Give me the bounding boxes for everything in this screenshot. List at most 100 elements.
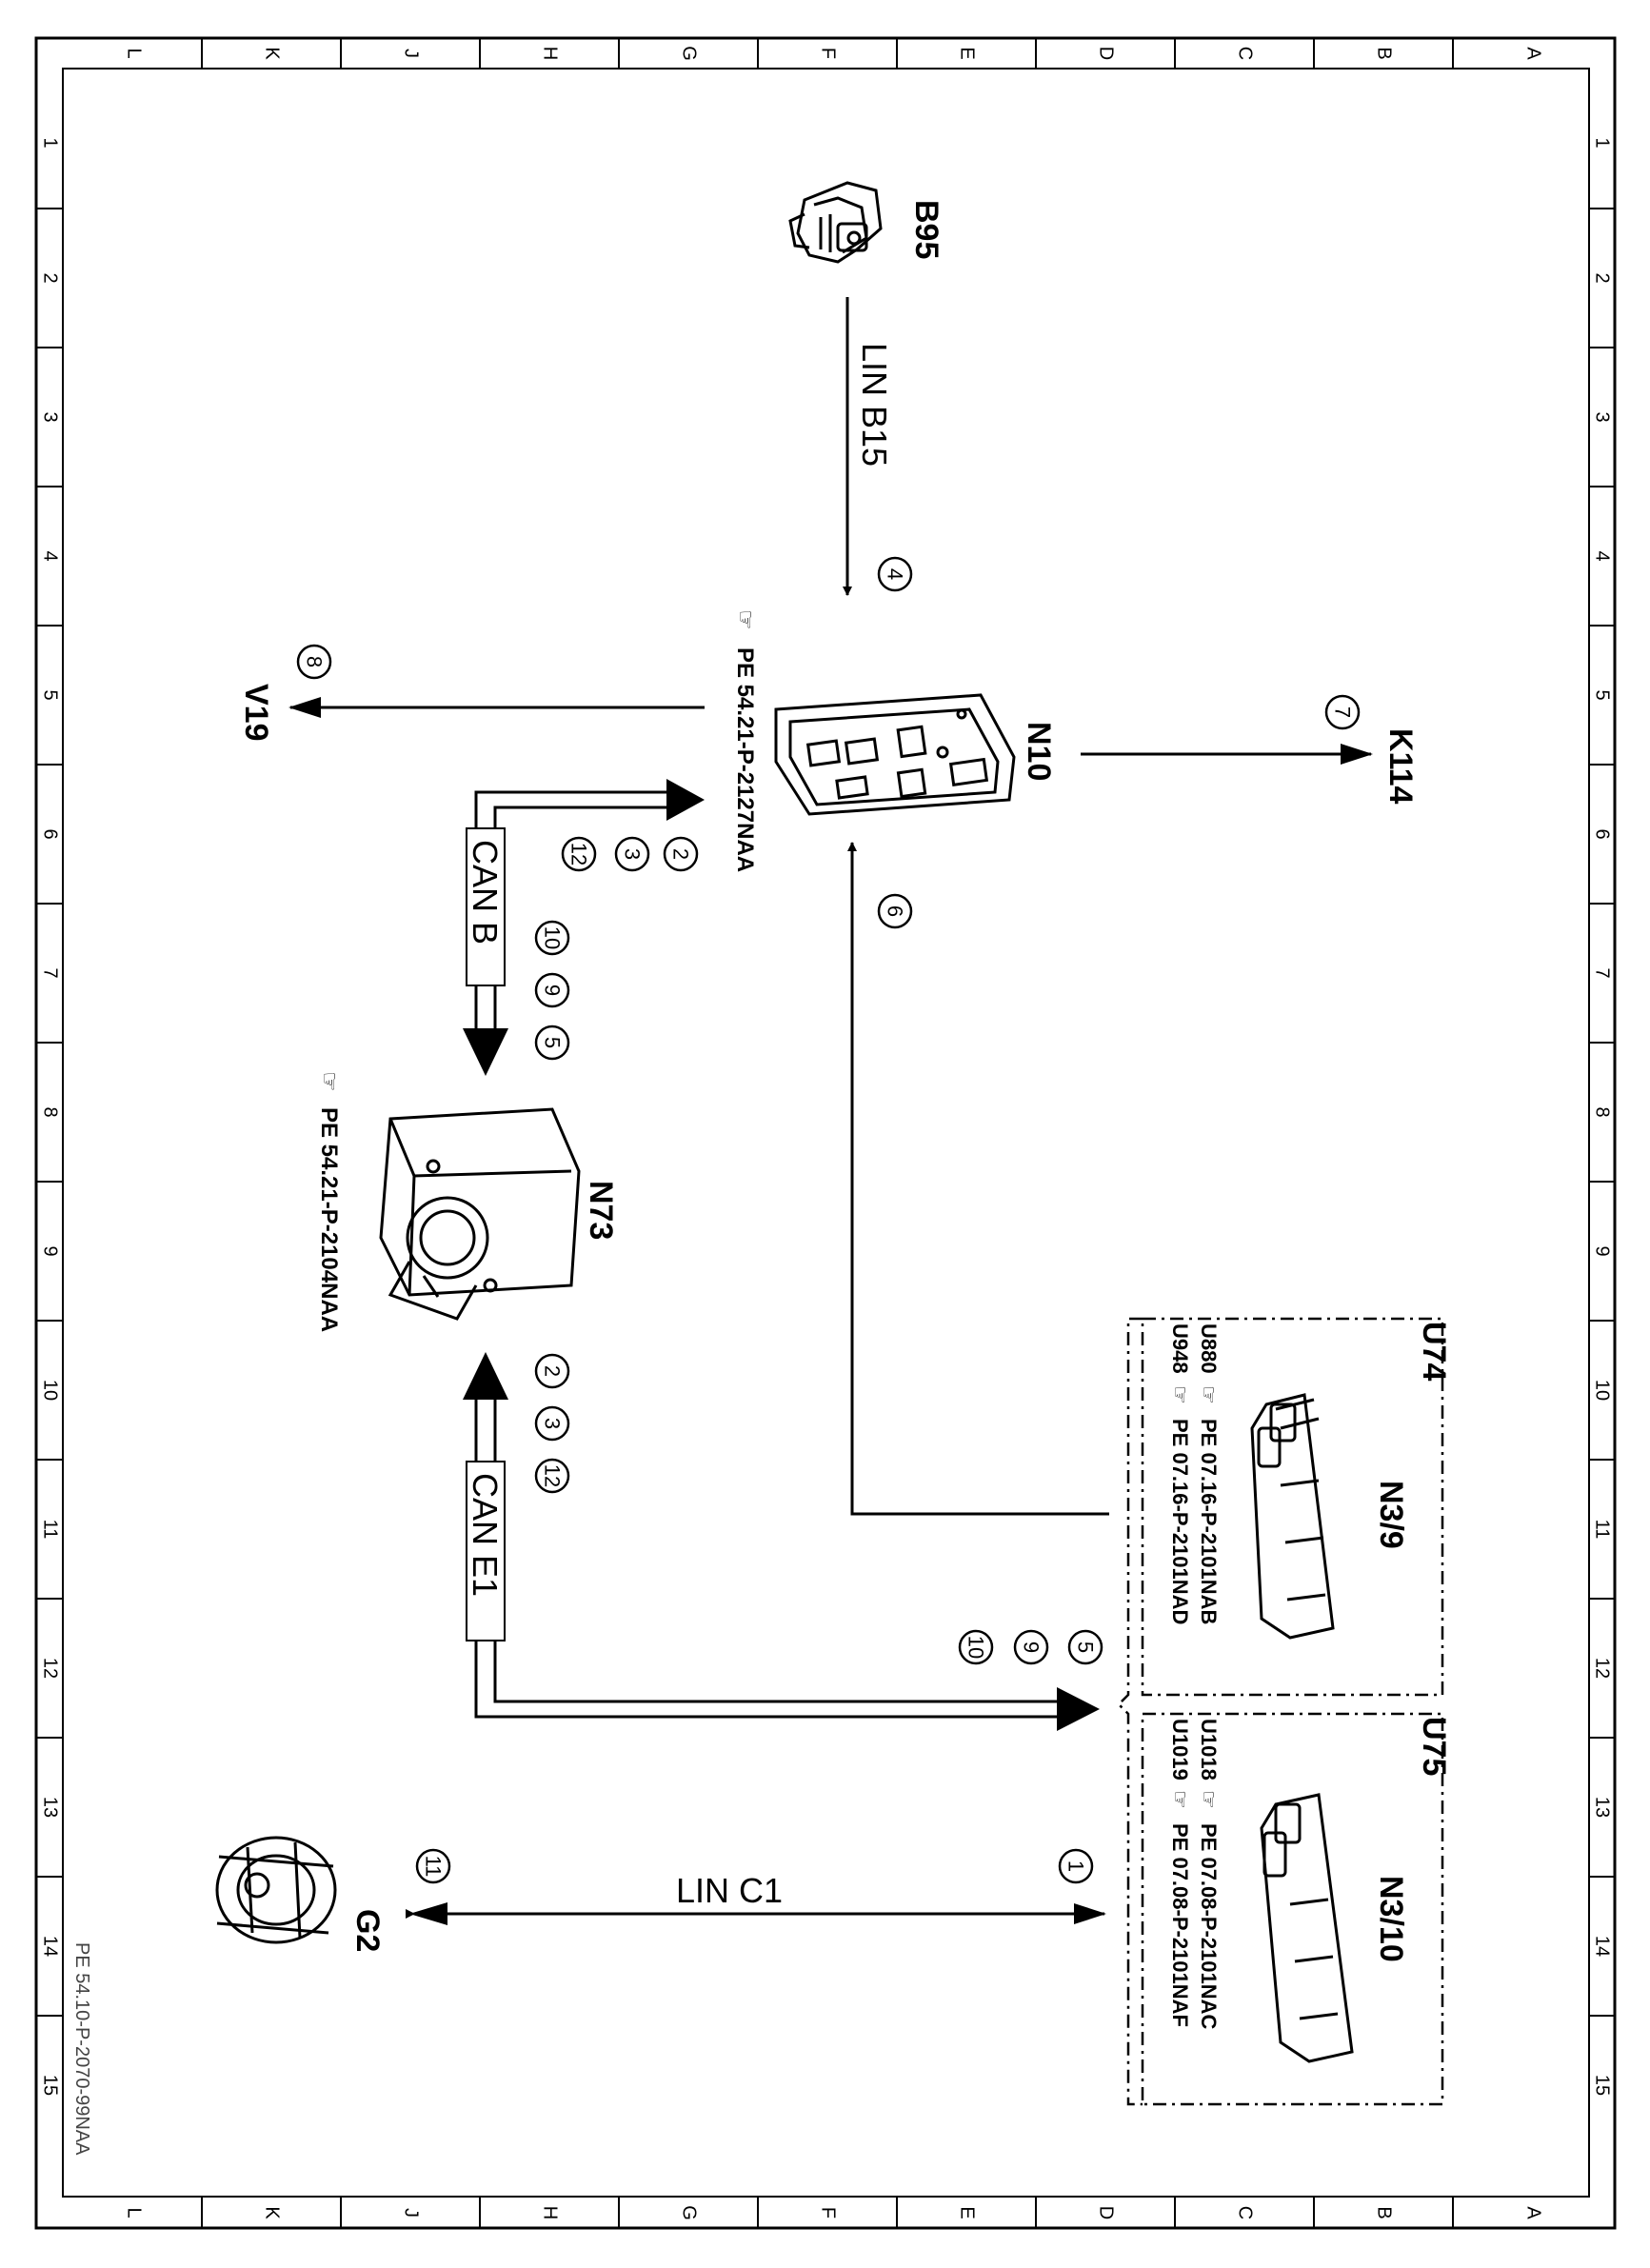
circled-number-text: 12 [567,843,591,865]
grid-number: 15 [1592,2075,1613,2096]
can-e1-label: CAN E1 [466,1473,505,1597]
grid-number: 3 [40,411,61,422]
grid-number: 7 [1592,967,1613,978]
grid-letter: G [679,2205,700,2220]
circled-number-8 [296,644,332,680]
n10-ref-label: PE 54.21-P-2127NAA [732,647,758,872]
n73-ref-group: ☞ PE 54.21-P-2104NAA [316,1071,342,1332]
grid-letters-bottom: L K J H G F E D C B A [124,2205,1544,2220]
u1019-label: U1019 [1168,1719,1192,1781]
grid-number: 9 [40,1245,61,1256]
grid-letter: C [1235,47,1256,60]
circled-number-text: 7 [1331,706,1355,718]
circled-number-text: 10 [964,1636,988,1659]
circled-number-1 [1058,1848,1094,1884]
k114-label: K114 [1382,728,1419,804]
circled-number-10-upper [534,920,570,956]
n3-10-label: N3/10 [1373,1876,1409,1962]
u75-label: U75 [1416,1717,1452,1776]
grid-number: 10 [1592,1380,1613,1401]
grid-number: 14 [1592,1936,1613,1957]
grid-letter: E [957,2206,978,2218]
n10-ref-group: ☞ PE 54.21-P-2127NAA [732,609,758,872]
n10-label: N10 [1021,722,1057,781]
grid-number: 11 [1592,1520,1613,1540]
grid-number: 13 [40,1797,61,1818]
n73-ref-label: PE 54.21-P-2104NAA [316,1107,342,1332]
circled-number-12-lower [534,1458,570,1494]
can-e1-arrow-up [463,1352,508,1400]
circled-number-10-lower [958,1629,994,1665]
grid-number: 9 [1592,1245,1613,1256]
grid-letter: K [262,2206,283,2219]
circled-number-4 [877,556,913,592]
grid-letter: L [124,2207,145,2218]
outer-frame [34,36,1617,2230]
grid-letter: H [540,2206,561,2219]
grid-letter: J [401,49,422,58]
u75-group-box [1141,1712,1444,2106]
circled-number-text: 11 [422,1856,446,1878]
n10-component-icon [774,693,1016,816]
circled-number-3-upper [614,836,650,872]
u1018-ref-label: PE 07.08-P-2101NAC [1197,1823,1221,2030]
can-b-arrow-right [666,779,705,821]
circled-number-7 [1324,694,1361,730]
can-e1-label-box [466,1461,506,1641]
grid-number: 1 [1592,137,1613,148]
n3-9-component-icon [1250,1393,1335,1640]
n3-10-component-icon [1260,1793,1354,2063]
grid-number: 2 [40,272,61,283]
n10-pointing-hand-icon: ☞ [732,609,758,630]
g2-label: G2 [349,1909,386,1952]
circled-number-9-lower [1013,1629,1049,1665]
circled-number-text: 2 [541,1365,565,1377]
circled-number-text: 9 [541,985,565,996]
circled-number-6 [877,893,913,929]
u880-label: U880 [1197,1323,1221,1374]
grid-letter: B [1374,47,1395,59]
u74-n10-line [847,842,1109,1516]
lin-b15-label: LIN B15 [855,343,894,467]
grid-number: 8 [1592,1106,1613,1117]
u1019-pointing-hand-icon: ☞ [1168,1790,1192,1809]
circled-number-2-upper [663,836,699,872]
circled-number-2-lower [534,1353,570,1389]
grid-number: 15 [40,2075,61,2096]
grid-number: 1 [40,137,61,148]
grid-letter: G [679,46,700,61]
grid-letter: C [1235,2206,1256,2219]
grid-number: 12 [1592,1658,1613,1679]
circled-number-text: 5 [541,1037,565,1048]
document-id: PE 54.10-P-2070-99NAA [71,1942,92,2156]
can-b-label: CAN B [466,840,505,945]
grid-number: 2 [1592,272,1613,283]
grid-letter: F [818,2207,839,2218]
grid-letter: L [124,48,145,58]
g2-component-icon [215,1836,337,1944]
grid-letter: H [540,47,561,60]
circled-number-text: 2 [669,848,693,860]
can-b-arrow-down [463,1028,508,1076]
grid-number: 5 [40,689,61,700]
grid-letter: A [1523,47,1544,60]
b95-label: B95 [908,200,944,259]
grid-letter: A [1523,2206,1544,2219]
grid-numbers-right: 1 2 3 4 5 6 7 8 9 10 11 12 13 14 15 [1592,137,1613,2096]
circled-number-3-lower [534,1405,570,1442]
n73-component-icon [379,1107,581,1321]
grid-letter: E [957,47,978,59]
grid-number: 12 [40,1658,61,1679]
circled-number-text: 10 [541,926,565,949]
grid-letter-dividers [201,38,1454,2228]
grid-letter: K [262,47,283,60]
circled-number-5-lower [1067,1629,1103,1665]
circled-number-5-upper [534,1025,570,1061]
grid-number: 11 [40,1520,61,1540]
grid-letter: B [1374,2206,1395,2218]
lin-c1-arrow-left [409,1902,447,1925]
u948-ref-label: PE 07.16-P-2101NAD [1168,1419,1192,1624]
circled-number-11 [415,1848,451,1884]
grid-number: 5 [1592,689,1613,700]
